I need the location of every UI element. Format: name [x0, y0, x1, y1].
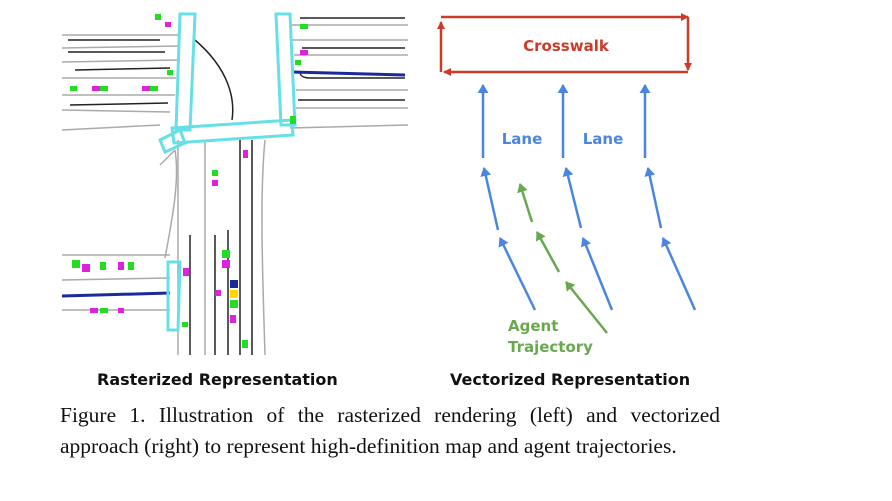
agents: [70, 14, 308, 348]
rasterized-map-image: [61, 12, 409, 356]
rasterized-subcaption: Rasterized Representation: [97, 370, 338, 389]
lane-lines-blue: [61, 70, 406, 298]
agent-label-line1: Agent: [508, 317, 558, 335]
crosswalk-vectors: [437, 13, 692, 76]
lane-label-2: Lane: [583, 130, 624, 148]
crosswalks: [158, 12, 297, 332]
agent-label-line2: Trajectory: [508, 338, 593, 356]
figure-caption: Figure 1. Illustration of the rasterized…: [60, 403, 720, 458]
road-boundaries: [61, 24, 409, 356]
vectorized-diagram: Crosswalk Lane Lane Agent Trajectory: [437, 13, 697, 356]
crosswalk-label: Crosswalk: [523, 37, 610, 55]
lane-vectors: [477, 84, 697, 311]
vectorized-subcaption: Vectorized Representation: [450, 370, 691, 389]
agent-trajectory-vectors: [517, 183, 608, 334]
lane-label-1: Lane: [502, 130, 543, 148]
